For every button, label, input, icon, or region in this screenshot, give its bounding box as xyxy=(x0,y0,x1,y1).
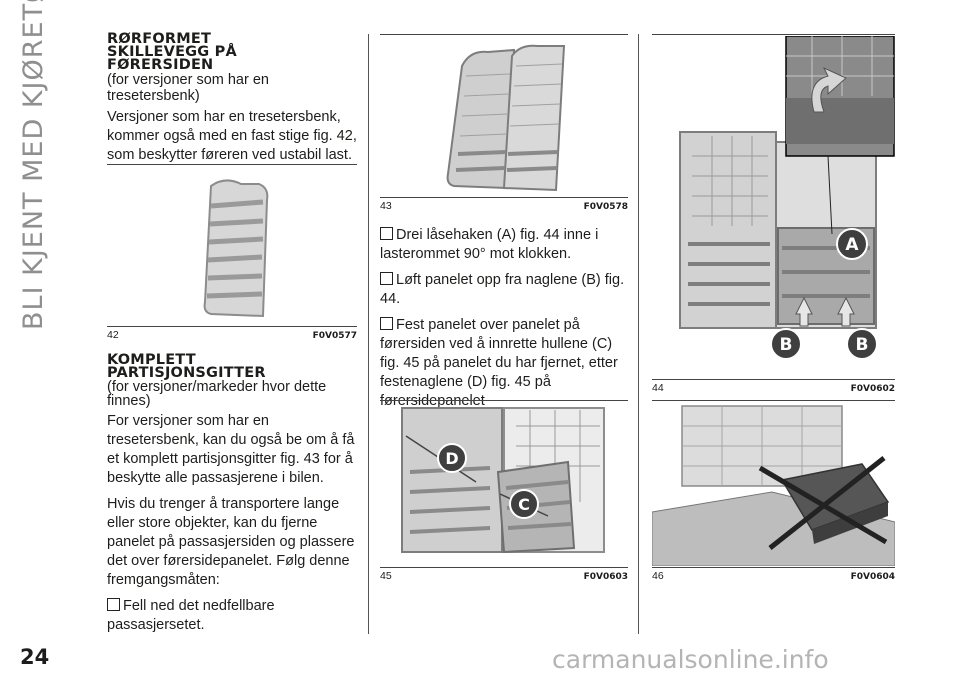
middle-column-steps: Drei låsehaken (A) fig. 44 inne i laster… xyxy=(380,226,632,418)
figure-46-number: 46 xyxy=(652,570,664,582)
figure-44-number: 44 xyxy=(652,382,664,394)
section-subtitle: (for versjoner som har en tresetersbenk) xyxy=(107,72,269,104)
checkbox-bullet-icon xyxy=(380,227,393,240)
step-item: Løft panelet opp fra naglene (B) fig. 44… xyxy=(380,272,625,307)
watermark: carmanualsonline.info xyxy=(552,645,829,674)
label-a: A xyxy=(845,235,859,255)
section-subtitle: (for versjoner/markeder hvor dette finne… xyxy=(107,379,327,409)
label-b-left: B xyxy=(780,335,793,355)
label-c: C xyxy=(518,495,530,514)
paragraph: Versjoner som har en tresetersbenk, komm… xyxy=(107,109,357,163)
figure-44: A B B 44 F0V0602 xyxy=(652,34,895,394)
figure-45: D C 45 F0V0603 xyxy=(380,400,628,582)
figure-43: 43 F0V0578 xyxy=(380,34,628,212)
section-heading-rorformet: RØRFORMET SKILLEVEGG PÅ FØRERSIDEN xyxy=(107,31,237,73)
figure-45-code: F0V0603 xyxy=(583,572,628,582)
figure-42: 42 F0V0577 xyxy=(107,164,357,341)
figure-42-drawing xyxy=(203,179,269,318)
checkbox-bullet-icon xyxy=(107,598,120,611)
figure-45-number: 45 xyxy=(380,570,392,582)
label-b-right: B xyxy=(856,335,869,355)
left-column-lower: KOMPLETT PARTISJONSGITTER (for versjoner… xyxy=(107,352,363,642)
column-divider-2 xyxy=(638,34,639,634)
paragraph: For versjoner som har en tresetersbenk, … xyxy=(107,413,355,486)
step-item: Drei låsehaken (A) fig. 44 inne i laster… xyxy=(380,227,599,262)
section-heading-komplett: KOMPLETT PARTISJONSGITTER xyxy=(107,352,266,381)
side-section-title: BLI KJENT MED KJØRETØYET xyxy=(18,0,49,330)
checkbox-bullet-icon xyxy=(380,317,393,330)
step-item: Fell ned det nedfellbare passasjersetet. xyxy=(107,598,275,633)
figure-43-number: 43 xyxy=(380,200,392,212)
figure-45-drawing: D C xyxy=(401,407,605,554)
figure-44-code: F0V0602 xyxy=(850,384,895,394)
paragraph: Hvis du trenger å transportere lange ell… xyxy=(107,496,355,588)
figure-43-drawing xyxy=(446,44,566,192)
label-d: D xyxy=(445,449,458,468)
step-item: Fest panelet over panelet på førersiden … xyxy=(380,317,618,409)
figure-46: 46 F0V0604 xyxy=(652,400,895,582)
page-number: 24 xyxy=(20,645,50,669)
figure-42-number: 42 xyxy=(107,329,119,341)
left-column: RØRFORMET SKILLEVEGG PÅ FØRERSIDEN (for … xyxy=(107,31,357,172)
figure-46-drawing xyxy=(652,405,895,566)
figure-43-code: F0V0578 xyxy=(583,202,628,212)
figure-46-code: F0V0604 xyxy=(850,572,895,582)
figure-42-code: F0V0577 xyxy=(312,331,357,341)
column-divider-1 xyxy=(368,34,369,634)
checkbox-bullet-icon xyxy=(380,272,393,285)
figure-44-drawing: A B B xyxy=(679,36,895,360)
